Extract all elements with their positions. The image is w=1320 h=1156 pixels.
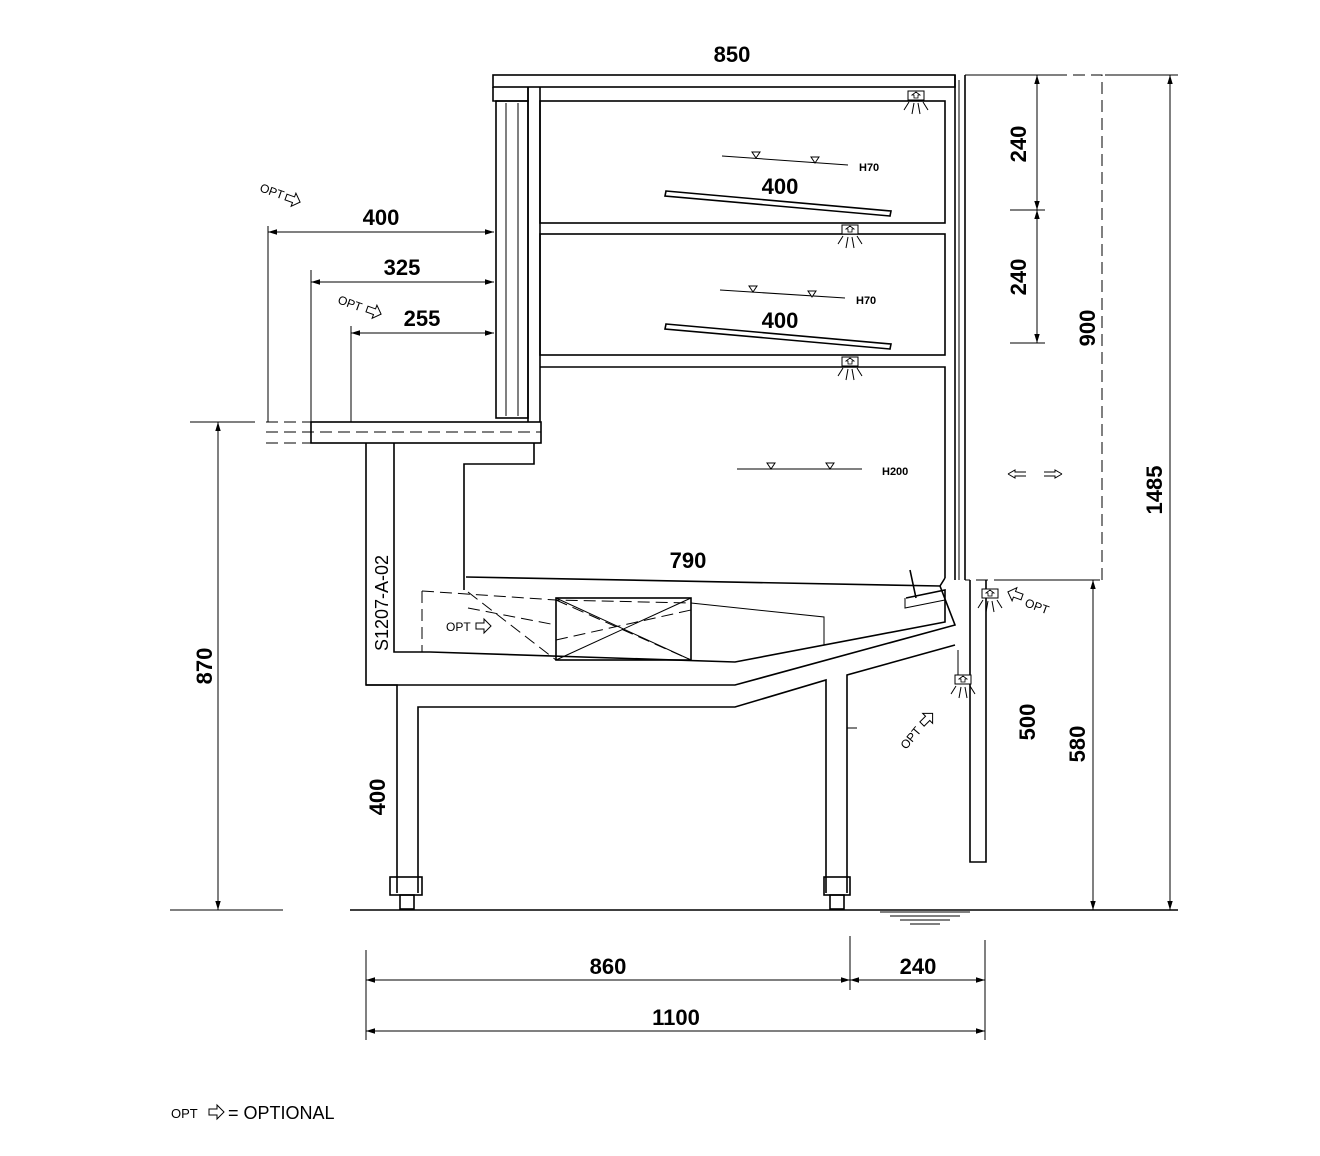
opt-arrow-icon — [364, 301, 384, 322]
legend-symbol: OPT — [171, 1106, 198, 1121]
level-label-h200: H200 — [882, 466, 908, 478]
opt-arrow-icon — [475, 618, 492, 634]
dim-base-860: 860 — [590, 954, 627, 979]
dim-front-shelf-255: 255 — [404, 306, 441, 331]
ground-symbol — [880, 911, 970, 925]
dim-counter-height: 870 — [192, 648, 217, 685]
cabinet-outline — [170, 74, 1178, 925]
legend-text: = OPTIONAL — [228, 1103, 335, 1123]
level-label-h70-upper: H70 — [859, 162, 879, 174]
opt-arrow-icon — [208, 1104, 225, 1120]
dim-top-width: 850 — [714, 42, 751, 67]
dim-shelf-upper-depth: 400 — [762, 174, 799, 199]
opt-arrow-icon — [283, 189, 303, 210]
opt-label: OPT — [258, 181, 287, 203]
lamp-icon — [837, 224, 863, 249]
dim-front-shelf-325: 325 — [384, 255, 421, 280]
opt-arrow-icon — [1005, 584, 1025, 605]
glass-shelves — [664, 190, 892, 350]
dim-tier-middle: 240 — [1006, 259, 1031, 296]
dim-tier-upper: 240 — [1006, 126, 1031, 163]
drawing-code: S1207-A-02 — [372, 555, 392, 651]
opt-label: OPT — [898, 724, 925, 752]
lamp-icon — [903, 90, 929, 115]
lamp-icon — [837, 356, 863, 381]
dim-front-shelf-400: 400 — [363, 205, 400, 230]
dim-well-depth: 790 — [670, 548, 707, 573]
dim-rear-500: 500 — [1015, 704, 1040, 741]
opt-label: OPT — [336, 293, 365, 315]
lamp-icon — [977, 588, 1003, 613]
lamp-icon — [950, 674, 976, 699]
opt-label: OPT — [1023, 596, 1052, 618]
level-markers — [719, 151, 862, 470]
dim-base-240: 240 — [900, 954, 937, 979]
level-label-h70-middle: H70 — [856, 295, 876, 307]
dim-overall-width: 1100 — [652, 1005, 700, 1030]
dim-rear-580: 580 — [1065, 726, 1090, 763]
double-arrow-icon — [1007, 469, 1063, 479]
dim-shelf-middle-depth: 400 — [762, 308, 799, 333]
opt-arrow-icon — [916, 707, 939, 730]
dimension-lines — [215, 74, 1178, 1040]
dim-superstructure-height: 900 — [1075, 310, 1100, 347]
opt-label: OPT — [446, 620, 471, 634]
legend: OPT = OPTIONAL — [171, 1103, 335, 1123]
dim-leg-height: 400 — [365, 779, 390, 816]
dim-total-height: 1485 — [1142, 466, 1167, 515]
